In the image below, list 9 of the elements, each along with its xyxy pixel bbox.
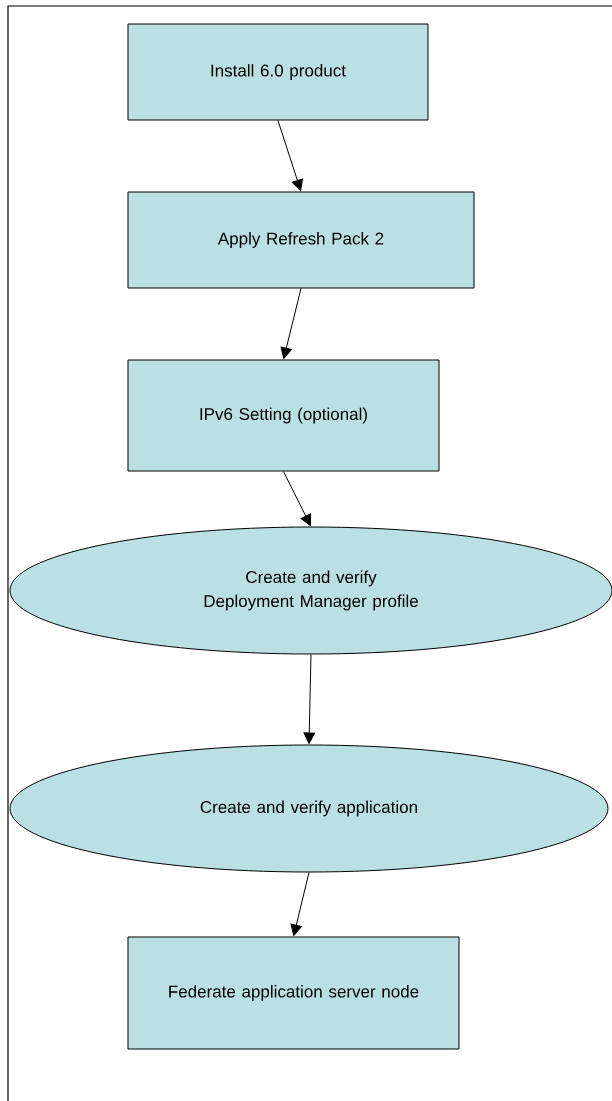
arrow bbox=[283, 471, 312, 526]
process-box: Federate application server node bbox=[127, 936, 460, 1050]
process-box: IPv6 Setting (optional) bbox=[127, 359, 440, 472]
arrow bbox=[280, 288, 302, 359]
process-box: Apply Refresh Pack 2 bbox=[127, 191, 475, 289]
process-box: Install 6.0 product bbox=[127, 23, 429, 121]
arrow bbox=[303, 654, 316, 744]
arrow bbox=[290, 872, 310, 936]
arrow bbox=[277, 120, 303, 191]
